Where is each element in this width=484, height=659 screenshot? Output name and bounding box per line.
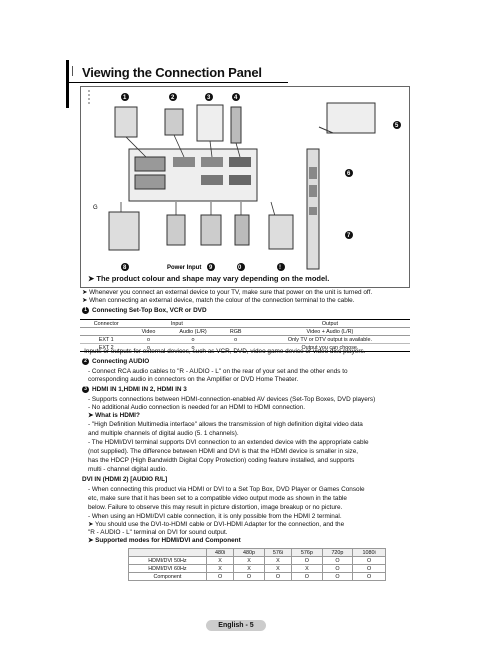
section-3-line: multi - channel digital audio. xyxy=(88,466,168,473)
section-3-title: HDMI IN 1,HDMI IN 2, HDMI IN 3 xyxy=(92,386,187,394)
section-3-line: - When connecting this product via HDMI … xyxy=(88,486,365,493)
section-3-line: ➤ Supported modes for HDMI/DVI and Compo… xyxy=(88,537,241,544)
modes-table: 480i 480p 576i 576p 720p 1080i HDMI/DVI … xyxy=(128,548,386,581)
section-3-line: etc, make sure that it has been set to a… xyxy=(88,495,347,502)
svg-text:1: 1 xyxy=(123,95,127,101)
connection-diagram: G 1 2 3 4 5 6 7 8 9 0 ! Power Input xyxy=(88,90,401,271)
section-3-line: and multiple channels of digital audio (… xyxy=(88,430,239,437)
markers: 1 2 3 4 5 6 7 8 9 0 ! xyxy=(121,93,401,271)
marker-11 xyxy=(277,263,285,271)
audio-port xyxy=(201,157,223,167)
section-3-line: - When using an HDMI/DVI cable connectio… xyxy=(88,513,342,520)
optical-cable-image xyxy=(230,106,242,144)
scart-cable-image xyxy=(114,106,138,138)
power-input-label: Power Input xyxy=(167,265,201,271)
component-port xyxy=(173,157,195,167)
section-3-line: (not supplied). The difference between H… xyxy=(88,448,359,455)
ext2-port xyxy=(134,174,166,190)
marker-3 xyxy=(205,93,213,101)
section-1-title: Connecting Set-Top Box, VCR or DVD xyxy=(92,307,207,315)
marker-1 xyxy=(121,93,129,101)
svg-text:7: 7 xyxy=(347,233,351,239)
side-port-1 xyxy=(309,167,317,179)
svg-text:8: 8 xyxy=(123,265,127,271)
bottom-av-cable-image xyxy=(108,211,140,251)
marker-5 xyxy=(393,121,401,129)
usb-cable-image xyxy=(234,214,250,246)
note-2: ➤ When connecting an external device, ma… xyxy=(82,297,355,304)
marker-7 xyxy=(345,231,353,239)
section-2-line: corresponding audio in connectors on the… xyxy=(88,376,299,383)
power-socket-image xyxy=(166,214,186,246)
panel-dots xyxy=(88,90,90,104)
hdmi2-port xyxy=(229,175,251,185)
side-av-cable-image xyxy=(268,214,294,250)
section-3-line: has the HDCP (High Bandwidth Digital Cop… xyxy=(88,457,355,464)
section-3-line: - No additional Audio connection is need… xyxy=(88,404,306,411)
svg-text:!: ! xyxy=(279,265,281,271)
table-row: EXT 1 o o o Only TV or DTV output is ava… xyxy=(80,335,410,344)
side-port-2 xyxy=(309,185,317,197)
connection-panel-figure: G 1 2 3 4 5 6 7 8 9 0 ! Power Input xyxy=(80,86,410,288)
marker-8 xyxy=(121,263,129,271)
ci-card-image xyxy=(326,102,376,134)
subcol-output: Video + Audio (L/R) xyxy=(249,327,410,336)
page-title: Viewing the Connection Panel xyxy=(82,65,262,80)
section-2-line: - Connect RCA audio cables to "R - AUDIO… xyxy=(88,368,348,375)
subcol-rgb: RGB xyxy=(221,327,250,336)
svg-text:9: 9 xyxy=(209,265,213,271)
ext1-port xyxy=(134,156,166,172)
section-2-title: Connecting AUDIO xyxy=(92,358,150,366)
marker-10 xyxy=(237,263,245,271)
section-3-line: ➤ What is HDMI? xyxy=(88,412,140,419)
title-bar-thin xyxy=(72,66,73,76)
svg-text:3: 3 xyxy=(207,95,211,101)
note-1: ➤ Whenever you connect an external devic… xyxy=(82,289,373,296)
svg-text:0: 0 xyxy=(238,265,242,271)
component-cable-image xyxy=(196,104,224,142)
col-connector: Connector xyxy=(80,319,133,328)
hdmi-port xyxy=(229,157,251,167)
section-1-footnote: -Inputs or outputs for external devices,… xyxy=(82,348,366,355)
section-3-line: - Supports connections between HDMI-conn… xyxy=(88,396,376,403)
section-3-line: below. Failure to observe this may resul… xyxy=(88,504,343,511)
marker-2 xyxy=(169,93,177,101)
section-3-subheading: DVI IN (HDMI 2) [AUDIO R/L] xyxy=(82,476,168,483)
page-footer: English - 5 xyxy=(206,620,266,631)
side-port-3 xyxy=(309,207,317,215)
section-2-number: 2 xyxy=(82,358,89,365)
section-3-number: 3 xyxy=(82,386,89,393)
marker-6 xyxy=(345,169,353,177)
hdmi-cable-image xyxy=(200,214,222,246)
ground-label: G xyxy=(93,205,98,211)
subcol-audio: Audio (L/R) xyxy=(164,327,222,336)
svg-text:6: 6 xyxy=(347,171,351,177)
table-row: EXT 2 o o Output you can choose. xyxy=(80,343,410,352)
section-3-line: "R - AUDIO - L" terminal on DVI for soun… xyxy=(88,529,228,536)
title-bar xyxy=(66,60,69,108)
marker-4 xyxy=(232,93,240,101)
title-rule xyxy=(66,82,288,83)
subcol-video: Video xyxy=(132,327,165,336)
connector-table: Connector Input Output Video Audio (L/R)… xyxy=(80,319,410,352)
section-3-line: - The HDMI/DVI terminal supports DVI con… xyxy=(88,439,369,446)
section-3-line: ➤ You should use the DVI-to-HDMI cable o… xyxy=(88,521,345,528)
rca-cable-image xyxy=(164,108,184,136)
dvi-audio-port xyxy=(201,175,223,185)
col-output: Output xyxy=(249,319,410,328)
col-input: Input xyxy=(132,319,222,328)
marker-9 xyxy=(207,263,215,271)
svg-text:2: 2 xyxy=(171,95,175,101)
svg-text:4: 4 xyxy=(234,95,238,101)
figure-caption: ➤ The product colour and shape may vary … xyxy=(88,274,330,283)
section-1-number: 1 xyxy=(82,307,89,314)
svg-text:5: 5 xyxy=(395,123,399,129)
section-3-line: - "High Definition Multimedia interface"… xyxy=(88,421,363,428)
